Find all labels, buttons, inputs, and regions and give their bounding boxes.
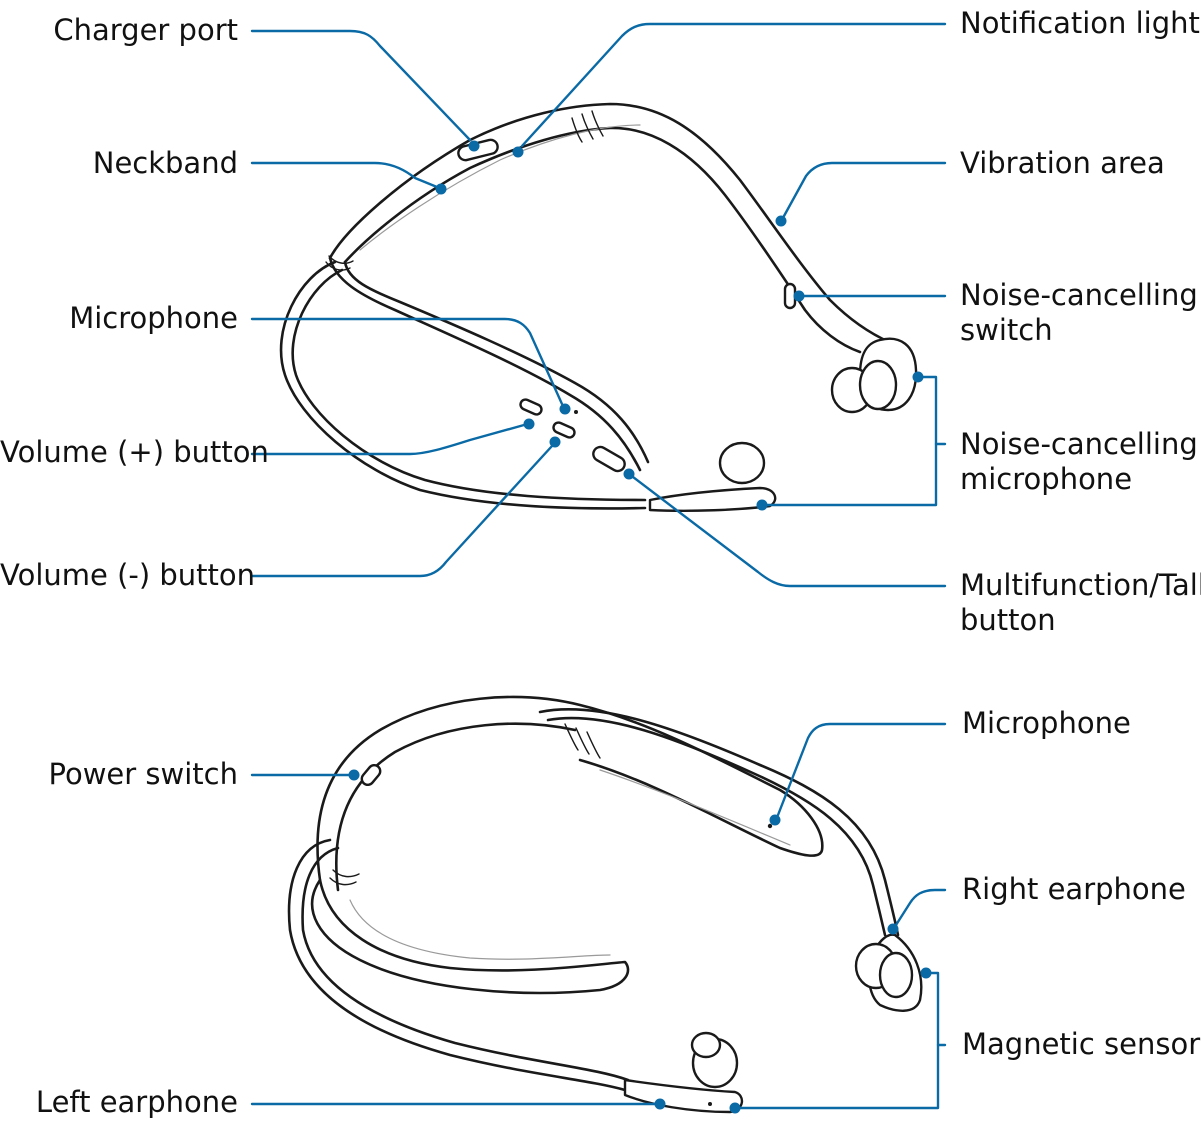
leader-nc-mic-branch-dot (757, 500, 768, 511)
label-vibration-area: Vibration area (960, 146, 1165, 181)
leader-multifunction-dot (624, 469, 635, 480)
label-microphone-bottom: Microphone (962, 706, 1131, 741)
leader-charger-port-dot (469, 141, 480, 152)
leader-neckband (252, 163, 437, 187)
leader-vibration-area (784, 163, 945, 216)
leader-microphone-top-dot (560, 404, 571, 415)
leader-multifunction (633, 477, 945, 586)
leader-neckband-dot (436, 184, 447, 195)
label-charger-port: Charger port (0, 13, 238, 48)
leader-vibration-area-dot (776, 216, 787, 227)
bottom-headset-drawing (289, 697, 921, 1112)
leader-microphone-bottom-dot (770, 815, 781, 826)
leader-magnetic-sensor-branch-dot (730, 1103, 741, 1114)
label-noise-cancelling-microphone-line2: microphone (960, 462, 1198, 497)
leader-noise-cancelling-switch-dot (794, 291, 805, 302)
leader-charger-port (252, 31, 470, 140)
callout-lines (252, 24, 945, 1114)
label-multifunction-talk-button: Multifunction/Talk button (960, 568, 1201, 638)
leader-magnetic-sensor-dot (921, 968, 932, 979)
label-notification-light: Notification light (960, 6, 1200, 41)
label-multifunction-talk-button-line1: Multifunction/Talk (960, 568, 1201, 603)
leader-notification-light (522, 24, 945, 146)
leader-nc-mic-vertical-dot (913, 372, 924, 383)
leader-right-earphone-dot (888, 924, 899, 935)
label-volume-plus-button: Volume (+) button (0, 435, 238, 470)
leader-volume-plus (252, 425, 524, 454)
leader-left-earphone-dot (655, 1099, 666, 1110)
label-volume-minus-button: Volume (-) button (0, 558, 238, 593)
leader-power-switch-dot (349, 770, 360, 781)
leader-microphone-top (252, 319, 562, 404)
label-right-earphone: Right earphone (962, 872, 1186, 907)
label-noise-cancelling-microphone-line1: Noise-cancelling (960, 427, 1198, 462)
leader-volume-minus-dot (550, 437, 561, 448)
top-neckband (330, 104, 905, 348)
label-power-switch: Power switch (0, 757, 238, 792)
label-left-earphone: Left earphone (0, 1085, 238, 1120)
bottom-cable (289, 840, 625, 1090)
label-microphone-top: Microphone (0, 301, 238, 336)
label-multifunction-talk-button-line2: button (960, 603, 1201, 638)
label-magnetic-sensor: Magnetic sensor (962, 1027, 1200, 1062)
label-noise-cancelling-microphone: Noise-cancelling microphone (960, 427, 1198, 497)
leader-volume-plus-dot (524, 419, 535, 430)
top-cable (281, 262, 645, 508)
label-noise-cancelling-switch: Noise-cancelling switch (960, 278, 1198, 348)
leader-notification-light-dot (513, 147, 524, 158)
leader-right-earphone (896, 890, 945, 925)
leader-volume-minus (252, 446, 552, 576)
bottom-neckband (318, 697, 823, 880)
label-neckband: Neckband (0, 146, 238, 181)
label-noise-cancelling-switch-line1: Noise-cancelling (960, 278, 1198, 313)
label-noise-cancelling-switch-line2: switch (960, 313, 1198, 348)
leader-microphone-bottom (778, 724, 945, 815)
